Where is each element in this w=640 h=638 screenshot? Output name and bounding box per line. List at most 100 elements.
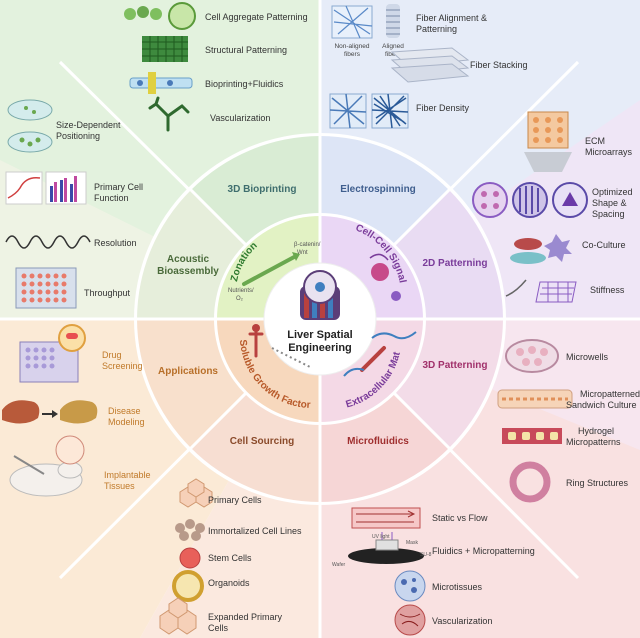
fiber-stacking-icon xyxy=(390,47,470,83)
hydrogel-label-2: Micropatterns xyxy=(566,437,621,447)
structural-lattice-icon xyxy=(142,36,188,62)
expanded-label-2: Cells xyxy=(208,623,229,633)
microwells-label: Microwells xyxy=(566,352,609,362)
static-flow-icon xyxy=(351,507,421,529)
vascular-tree-icon xyxy=(148,96,190,132)
liver-scaffold-icon xyxy=(300,270,340,320)
non-aligned-label-2: fibers xyxy=(344,51,361,58)
fiber-stacking-label: Fiber Stacking xyxy=(470,60,528,70)
vascularization-label: Vascularization xyxy=(432,616,492,626)
ecm-fiber-icon xyxy=(343,331,417,377)
fiber-alignment-label-1: Fiber Alignment & xyxy=(416,13,487,23)
drug-screening-icon xyxy=(19,324,86,383)
hydrogel-micropatterns-icon xyxy=(502,428,562,444)
drug-label-1: Drug xyxy=(102,350,122,360)
cell-aggregate-icon xyxy=(124,2,196,30)
wafer-label: Wafer xyxy=(332,562,345,568)
disease-label-2: Modeling xyxy=(108,417,145,427)
aligned-fibers-icon xyxy=(386,4,400,38)
section-microfluidics: Microfluidics xyxy=(347,436,409,447)
organoids-label: Organoids xyxy=(208,578,250,588)
section-acoustic-line1: Acoustic xyxy=(167,254,210,265)
ecm-microarrays-label-1: ECM xyxy=(585,136,605,146)
ecm-microarray-icon xyxy=(524,111,572,172)
disease-modeling-icon xyxy=(2,400,98,424)
shape-spacing-icon xyxy=(472,182,588,218)
function-charts-icon xyxy=(5,171,87,205)
section-applications: Applications xyxy=(158,366,218,377)
fiber-density-icon xyxy=(329,93,409,129)
resolution-label: Resolution xyxy=(94,238,137,248)
bioprint-item-3: Vascularization xyxy=(210,113,270,123)
implant-label-1: Implantable xyxy=(104,470,151,480)
shape-label-3: Spacing xyxy=(592,209,625,219)
non-aligned-fibers-icon xyxy=(331,5,373,39)
microwells-icon xyxy=(505,339,559,373)
wnt-label: Wnt xyxy=(297,250,308,256)
primary-function-label-1: Primary Cell xyxy=(94,182,143,192)
growth-factor-receptor-icon xyxy=(248,324,313,369)
section-cell-sourcing: Cell Sourcing xyxy=(230,436,294,447)
throughput-label: Throughput xyxy=(84,288,131,298)
coculture-cells-icon xyxy=(510,234,572,264)
bioprint-item-1: Structural Patterning xyxy=(205,45,287,55)
coculture-label: Co-Culture xyxy=(582,240,626,250)
fiber-alignment-label-2: Patterning xyxy=(416,24,457,34)
beta-catenin-label: β-catenin/ xyxy=(294,242,321,248)
implant-label-2: Tissues xyxy=(104,481,135,491)
stem-cell-icon xyxy=(179,547,201,569)
section-3d-patterning: 3D Patterning xyxy=(422,360,487,371)
primary-function-label-2: Function xyxy=(94,193,129,203)
shape-label-1: Optimized xyxy=(592,187,633,197)
ring-structure-icon xyxy=(509,461,551,503)
bioprint-item-0: Cell Aggregate Patterning xyxy=(205,12,308,22)
section-acoustic-line2: Bioassembly xyxy=(157,266,219,277)
section-3d-bioprinting: 3D Bioprinting xyxy=(228,184,297,195)
sandwich-label-2: Sandwich Culture xyxy=(566,400,637,410)
fluidics-micropatterning-icon xyxy=(348,532,424,564)
primary-cells-label: Primary Cells xyxy=(208,495,262,505)
disease-label-1: Disease xyxy=(108,406,141,416)
organoid-icon xyxy=(172,570,204,602)
o2-label: O₂ xyxy=(236,296,244,302)
immortalized-label: Immortalized Cell Lines xyxy=(208,526,302,536)
shape-label-2: Shape & xyxy=(592,198,627,208)
center-title-line1: Liver Spatial xyxy=(287,329,352,341)
drug-label-2: Screening xyxy=(102,361,143,371)
petri-dish-icon xyxy=(7,99,53,153)
aligned-label-1: Aligned xyxy=(382,43,404,50)
size-label-2: Positioning xyxy=(56,131,100,141)
implantable-tissue-icon xyxy=(9,435,85,497)
expanded-primary-icon xyxy=(159,597,197,635)
sandwich-culture-icon xyxy=(497,389,573,409)
sandwich-label-1: Micropatterned xyxy=(580,389,640,399)
signaling-cell-icon xyxy=(369,253,401,301)
non-aligned-label-1: Non-aligned xyxy=(334,43,369,50)
gradient-arrow-icon xyxy=(242,252,300,286)
stiffness-icon xyxy=(505,279,577,303)
expanded-label-1: Expanded Primary xyxy=(208,612,283,622)
su8-label: SU-8 xyxy=(420,552,432,558)
mask-label: Mask xyxy=(406,540,418,546)
stiffness-label: Stiffness xyxy=(590,285,625,295)
size-label-1: Size-Dependent xyxy=(56,120,121,130)
immortalized-lines-icon xyxy=(175,519,205,541)
section-2d-patterning: 2D Patterning xyxy=(422,258,487,269)
bioprint-item-2: Bioprinting+Fluidics xyxy=(205,79,284,89)
well-plate-icon xyxy=(15,267,77,309)
aligned-label-2: fibers xyxy=(385,51,402,58)
static-flow-label: Static vs Flow xyxy=(432,513,488,523)
hydrogel-label-1: Hydrogel xyxy=(578,426,614,436)
fluidics-micro-label: Fluidics + Micropatterning xyxy=(432,546,535,556)
bioprinting-fluidics-icon xyxy=(129,72,193,94)
microtissue-icon xyxy=(394,570,426,602)
center-title-line2: Engineering xyxy=(288,342,352,354)
uv-light-label: UV light xyxy=(372,534,390,540)
fiber-density-label: Fiber Density xyxy=(416,103,470,113)
ring-structures-label: Ring Structures xyxy=(566,478,629,488)
resolution-wave-icon xyxy=(5,235,91,249)
section-electrospinning: Electrospinning xyxy=(340,184,416,195)
vascularized-tissue-icon xyxy=(394,604,426,636)
